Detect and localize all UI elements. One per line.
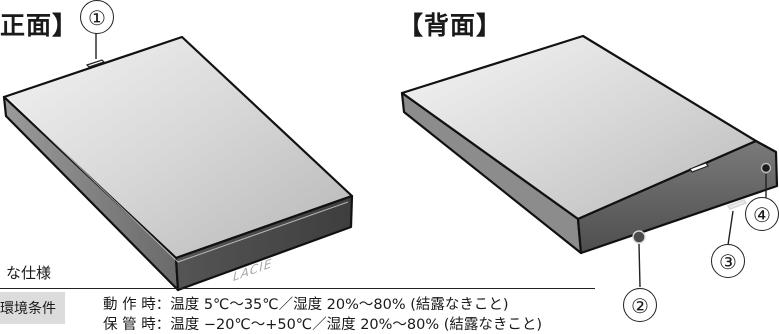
back-view-heading: 【背面】 — [398, 11, 503, 40]
callout-3: ③ — [711, 244, 745, 278]
front-drive-illustration — [2, 30, 779, 292]
callout-1: ① — [80, 0, 114, 34]
spec-operating-conditions: 動 作 時：温度 5℃〜35℃／湿度 20%〜80% (結露なきこと) — [103, 297, 509, 313]
back-led-slot — [689, 162, 709, 173]
usb-port — [726, 199, 748, 210]
specs-section-title: な仕様 — [6, 264, 52, 282]
front-drive — [2, 30, 354, 292]
callout-2: ② — [623, 288, 657, 322]
front-view-heading: 正面】 — [0, 11, 79, 40]
back-drive — [400, 34, 779, 288]
specs-divider — [0, 288, 595, 290]
environment-label: 環境条件 — [0, 301, 56, 317]
specs-label-cell — [0, 292, 65, 324]
dc-jack — [760, 162, 772, 174]
callout-4: ④ — [745, 197, 779, 231]
status-led — [85, 59, 106, 68]
power-button — [632, 230, 646, 244]
